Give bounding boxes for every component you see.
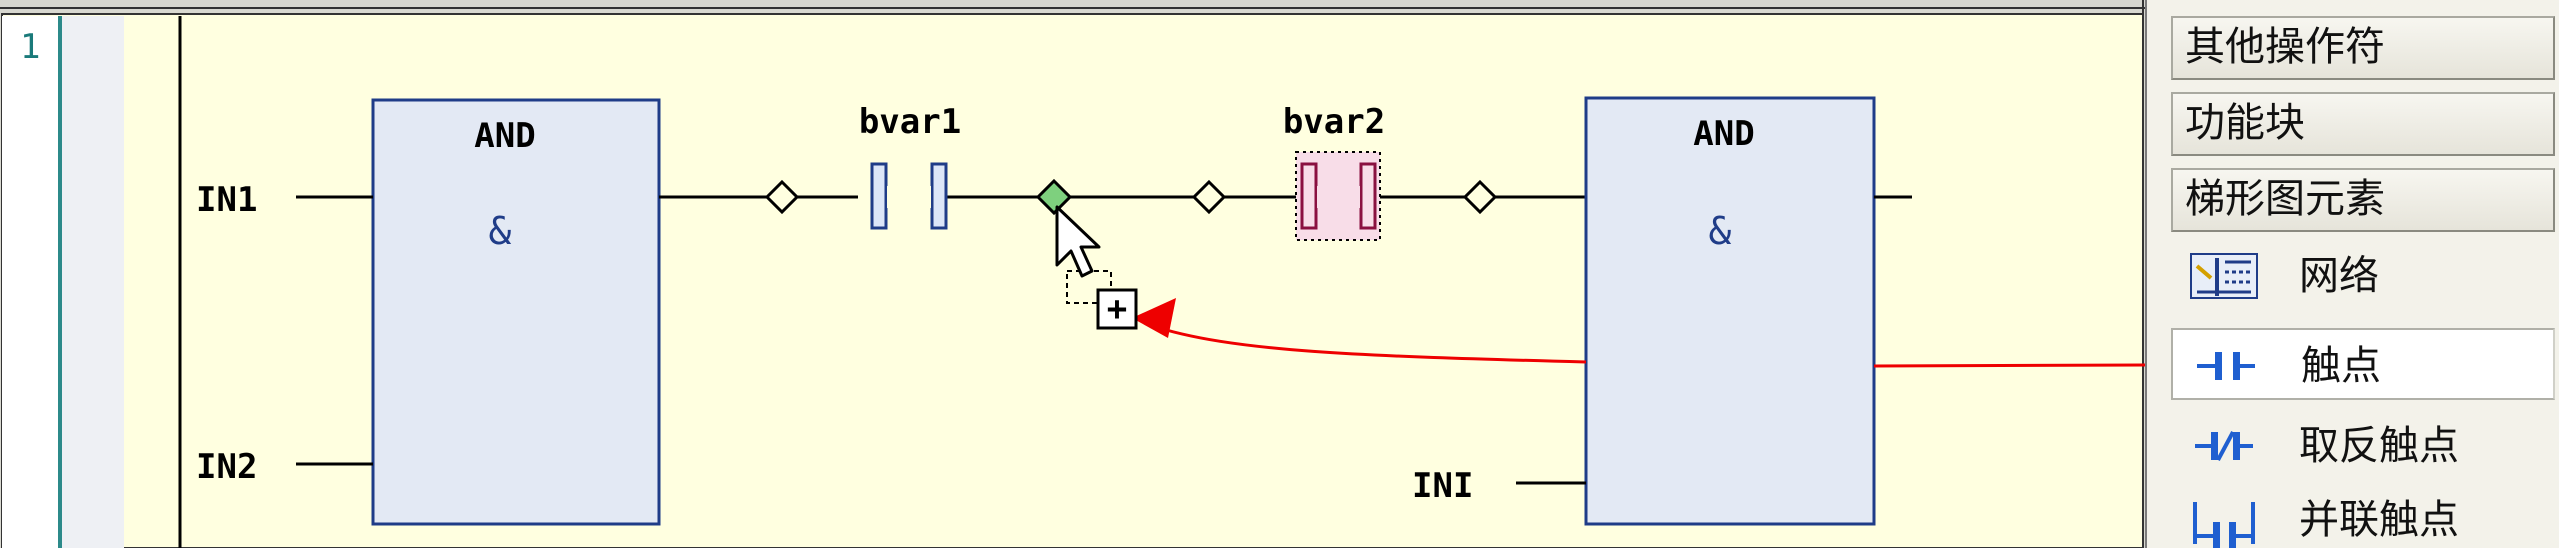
tool-network[interactable]: 网络: [2171, 240, 2555, 312]
input-label-in1: IN1: [196, 180, 257, 220]
tool-contact[interactable]: 触点: [2171, 328, 2555, 400]
contact-bvar2-label: bvar2: [1283, 102, 1385, 142]
tool-contact-label: 触点: [2301, 343, 2381, 389]
insert-point-2-active[interactable]: [1035, 178, 1073, 216]
insert-marker: +: [1096, 288, 1138, 330]
tool-negated-contact[interactable]: 取反触点: [2171, 410, 2555, 482]
input-label-ini: INI: [1412, 466, 1473, 506]
insert-point-4[interactable]: [1462, 179, 1498, 215]
tool-parallel-contact-label: 并联触点: [2299, 497, 2459, 543]
network-icon: [2190, 253, 2258, 299]
contact-bvar1[interactable]: bvar1: [858, 102, 961, 230]
category-ladder-elements[interactable]: 梯形图元素: [2171, 168, 2555, 232]
tool-network-label: 网络: [2299, 253, 2379, 299]
negated-contact-icon: [2195, 431, 2253, 461]
tool-negated-contact-label: 取反触点: [2299, 423, 2459, 469]
and-block-right[interactable]: AND &: [1584, 96, 1876, 526]
drag-arrow-head-icon: [1132, 298, 1176, 338]
ladder-editor[interactable]: 1 AND & IN1 IN2 bvar1 bvar2 AND & INI: [0, 0, 2145, 548]
contact-bvar2[interactable]: bvar2: [1283, 102, 1385, 241]
insert-point-1[interactable]: [764, 179, 800, 215]
category-function-blocks[interactable]: 功能块: [2171, 92, 2555, 156]
insert-marker-symbol: +: [1107, 289, 1127, 329]
contact-bvar1-label: bvar1: [859, 102, 961, 142]
toolbox-panel: 其他操作符 功能块 梯形图元素 网络 触点 取反: [2145, 0, 2559, 548]
row-number: 1: [20, 27, 40, 67]
and-block-left-symbol: &: [489, 209, 512, 253]
tool-parallel-contact[interactable]: 并联触点: [2171, 484, 2555, 548]
input-label-in2: IN2: [196, 447, 257, 487]
mouse-cursor-icon: [1055, 205, 1101, 278]
category-other-operators[interactable]: 其他操作符: [2171, 16, 2555, 80]
contact-icon: [2197, 352, 2255, 380]
and-block-left-title: AND: [474, 116, 535, 156]
and-block-right-title: AND: [1693, 114, 1754, 154]
and-block-right-symbol: &: [1709, 209, 1732, 253]
and-block-left[interactable]: AND &: [371, 98, 661, 526]
parallel-contact-icon: [2193, 502, 2255, 548]
insert-point-3[interactable]: [1191, 179, 1227, 215]
